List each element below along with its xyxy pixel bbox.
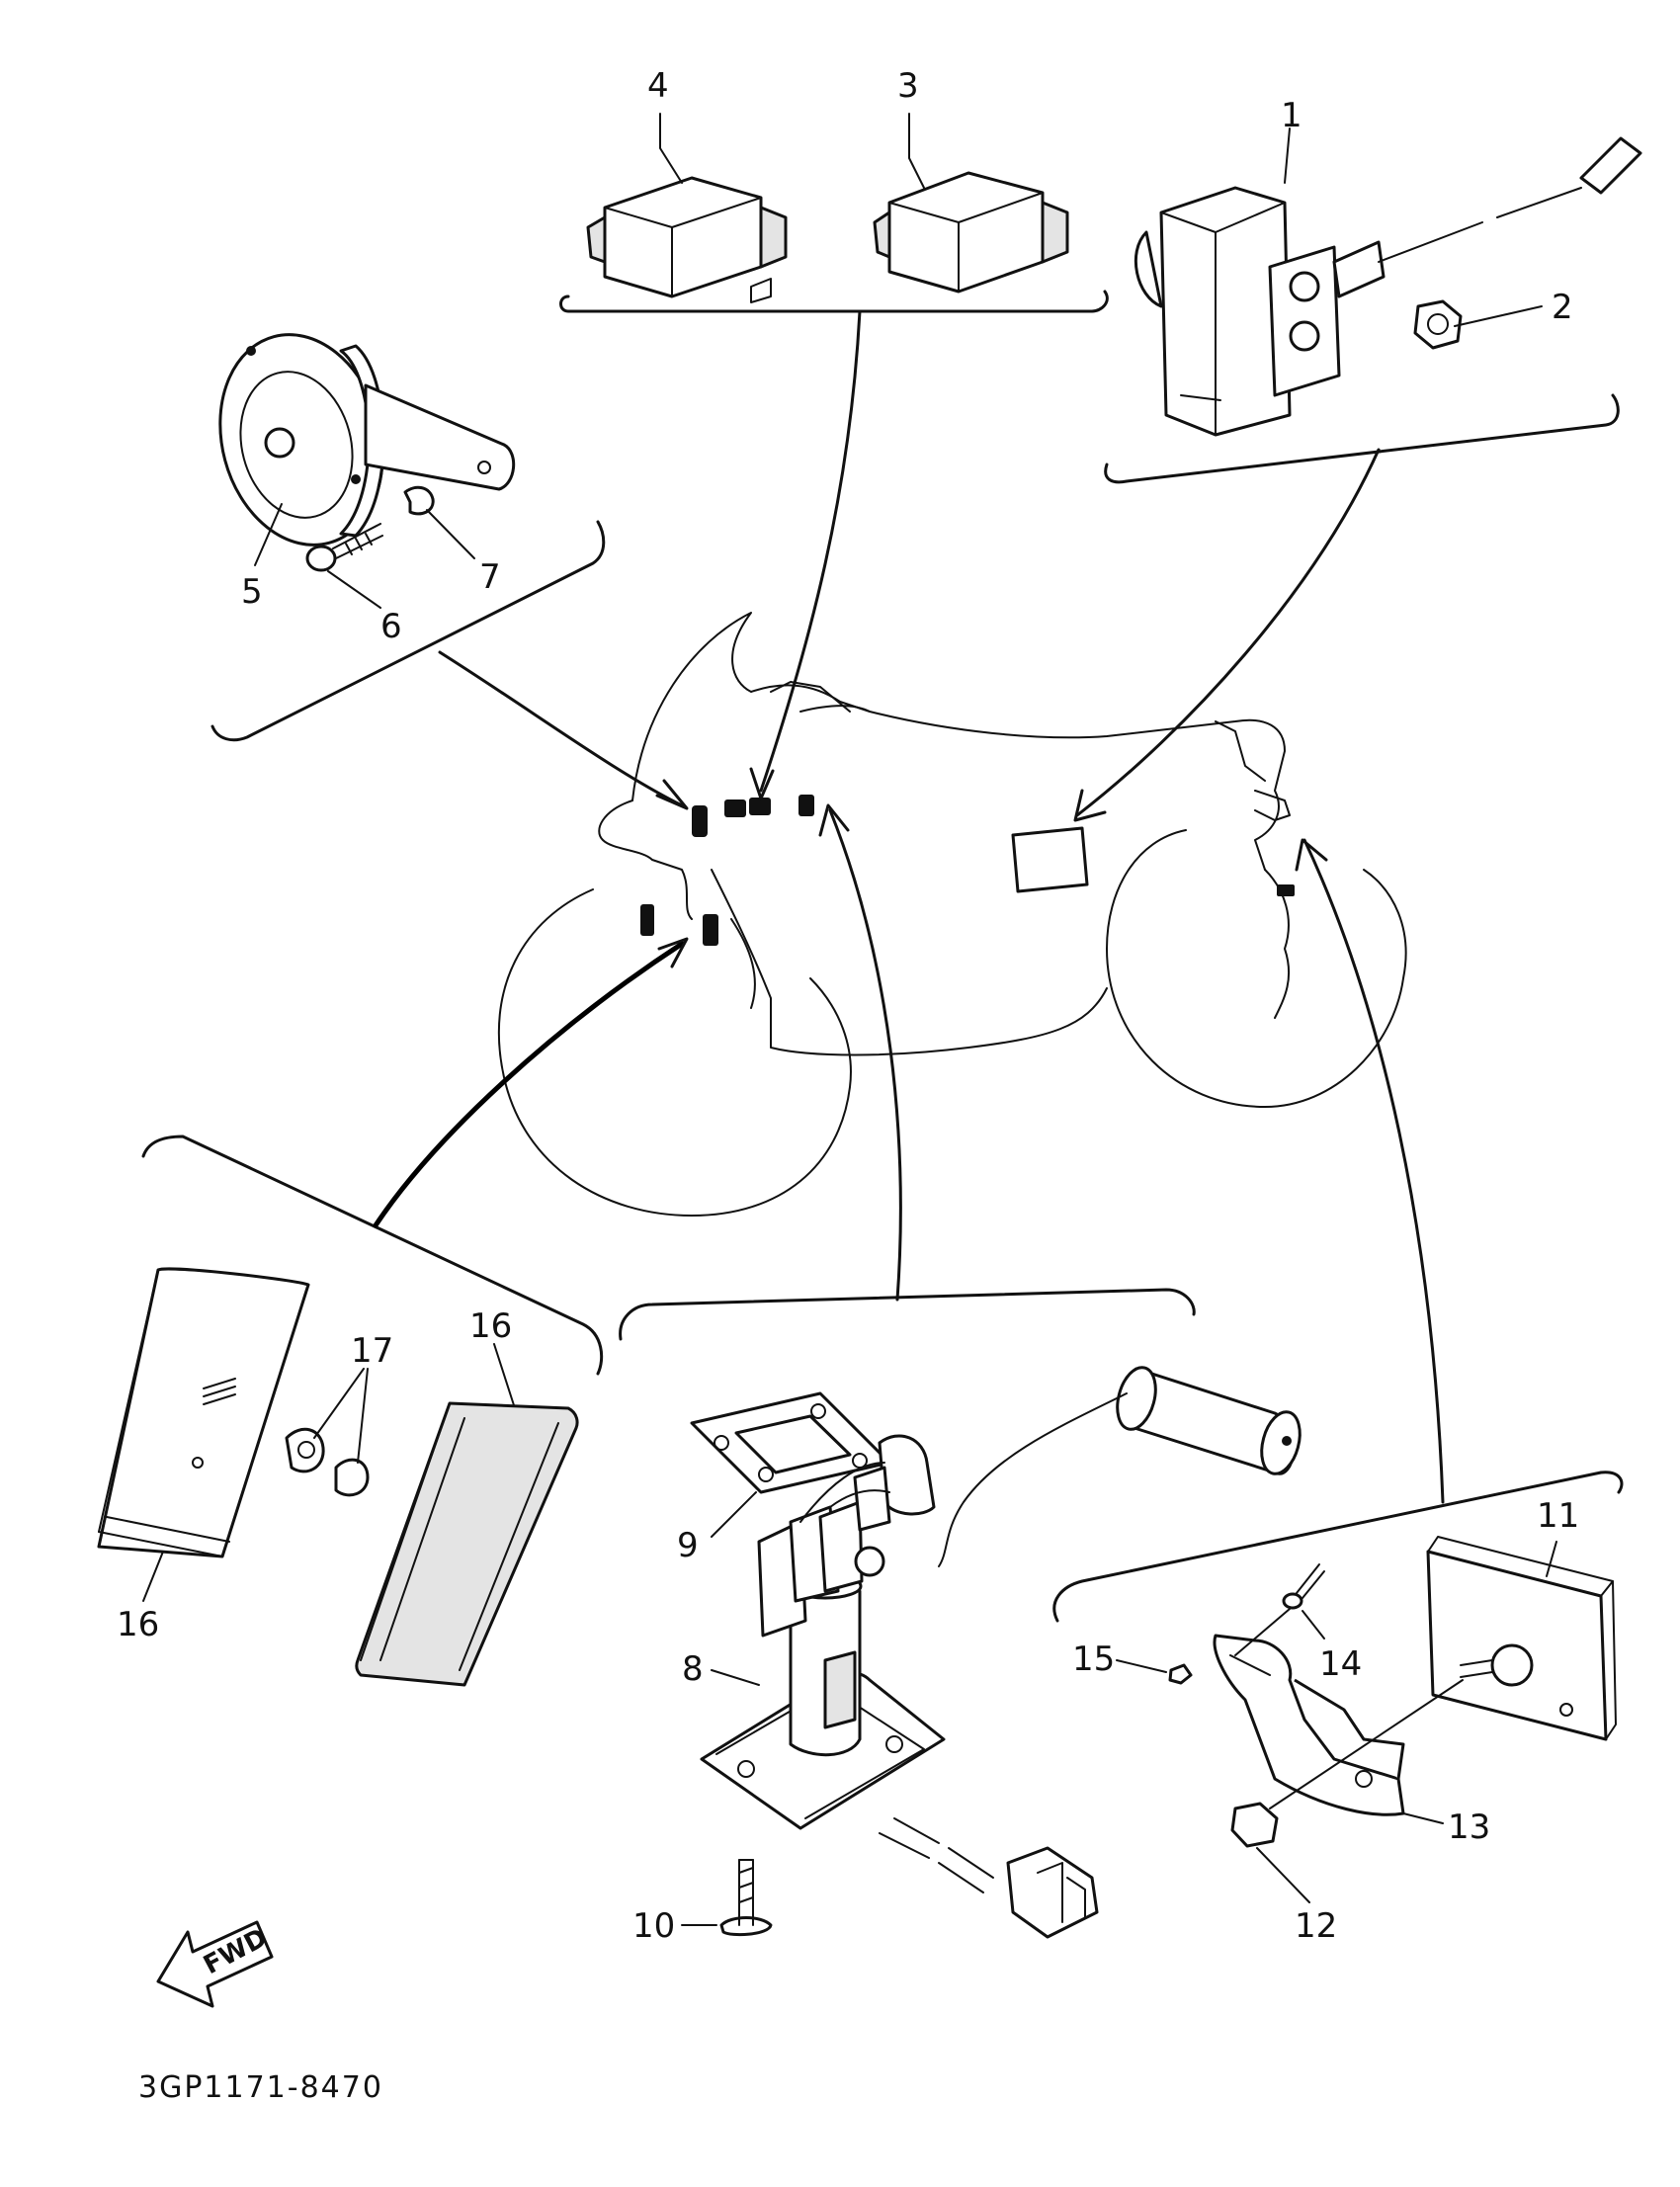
callout-17: 17 [351, 1331, 393, 1371]
relay-part-3 [873, 171, 1069, 294]
group-bracket-license-light [1052, 838, 1624, 1623]
leader-part-7 [426, 509, 475, 559]
group-bracket-starter-relay [1073, 393, 1620, 822]
callout-labels: 1 2 3 4 5 6 7 8 9 10 11 12 13 14 15 16 1… [117, 66, 1579, 1946]
callout-7: 7 [479, 557, 501, 597]
leader-part-12 [1256, 1847, 1310, 1903]
motorcycle-outline [497, 612, 1407, 1217]
leader-part-16-left [142, 1551, 164, 1602]
callout-14: 14 [1319, 1644, 1362, 1684]
screw-part-14 [1234, 1563, 1325, 1656]
callout-5: 5 [241, 572, 263, 612]
group-bracket-reflectors [141, 937, 689, 1376]
reflector-part-16-left [97, 1267, 310, 1558]
leader-part-3 [908, 113, 925, 189]
horn-part-5 [218, 333, 516, 547]
screw-part-10 [719, 1859, 773, 1937]
leader-part-6 [327, 570, 381, 609]
reflector-part-16-right [355, 1401, 579, 1687]
bracket-part-13 [1213, 1634, 1405, 1816]
license-light-part-11 [1426, 1536, 1617, 1741]
nut-part-15 [1168, 1663, 1193, 1685]
fwd-arrow-icon: FWD [156, 1920, 274, 2008]
callout-10: 10 [632, 1906, 675, 1946]
callout-3: 3 [897, 66, 919, 106]
bolt-part-6 [305, 523, 383, 572]
leader-part-9 [711, 1491, 757, 1538]
callout-6: 6 [380, 607, 402, 646]
callout-1: 1 [1281, 96, 1302, 135]
callout-12: 12 [1295, 1906, 1337, 1946]
leader-part-11 [1546, 1541, 1557, 1577]
fuel-float [938, 1366, 1302, 1567]
group-bracket-fuel-sender [619, 803, 1196, 1341]
leader-part-4 [659, 113, 683, 184]
callout-16-right: 16 [469, 1306, 512, 1346]
group-bracket-horn [210, 520, 689, 810]
nut-part-17-a [285, 1427, 325, 1473]
callout-8: 8 [682, 1649, 704, 1689]
leader-part-16-right [493, 1343, 515, 1406]
leader-part-8 [711, 1669, 760, 1686]
callout-4: 4 [647, 66, 669, 106]
leader-part-13 [1402, 1812, 1444, 1824]
callout-15: 15 [1072, 1640, 1115, 1679]
callout-16-left: 16 [117, 1605, 159, 1644]
washer-part-7 [403, 485, 435, 516]
nut-part-17-b [334, 1458, 370, 1497]
leader-part-5 [254, 503, 283, 566]
leader-part-1 [1284, 127, 1291, 184]
leader-part-14 [1302, 1610, 1325, 1640]
nut-part-2 [1413, 299, 1463, 350]
gasket-part-9 [690, 1391, 891, 1494]
leader-part-2 [1454, 305, 1543, 327]
callout-9: 9 [677, 1526, 699, 1565]
group-bracket-relays [559, 290, 1109, 800]
diagram-code: 3GP1171-8470 [138, 2070, 383, 2105]
callout-11: 11 [1537, 1496, 1579, 1536]
starter-relay-part-1 [1134, 136, 1642, 437]
relay-part-4 [586, 176, 788, 303]
nut-part-12 [1230, 1679, 1464, 1848]
leader-part-15 [1116, 1659, 1167, 1673]
callout-13: 13 [1448, 1808, 1490, 1847]
callout-2: 2 [1552, 288, 1573, 327]
fuel-sender-part-8 [700, 1434, 1099, 1939]
leader-part-17 [313, 1368, 369, 1464]
